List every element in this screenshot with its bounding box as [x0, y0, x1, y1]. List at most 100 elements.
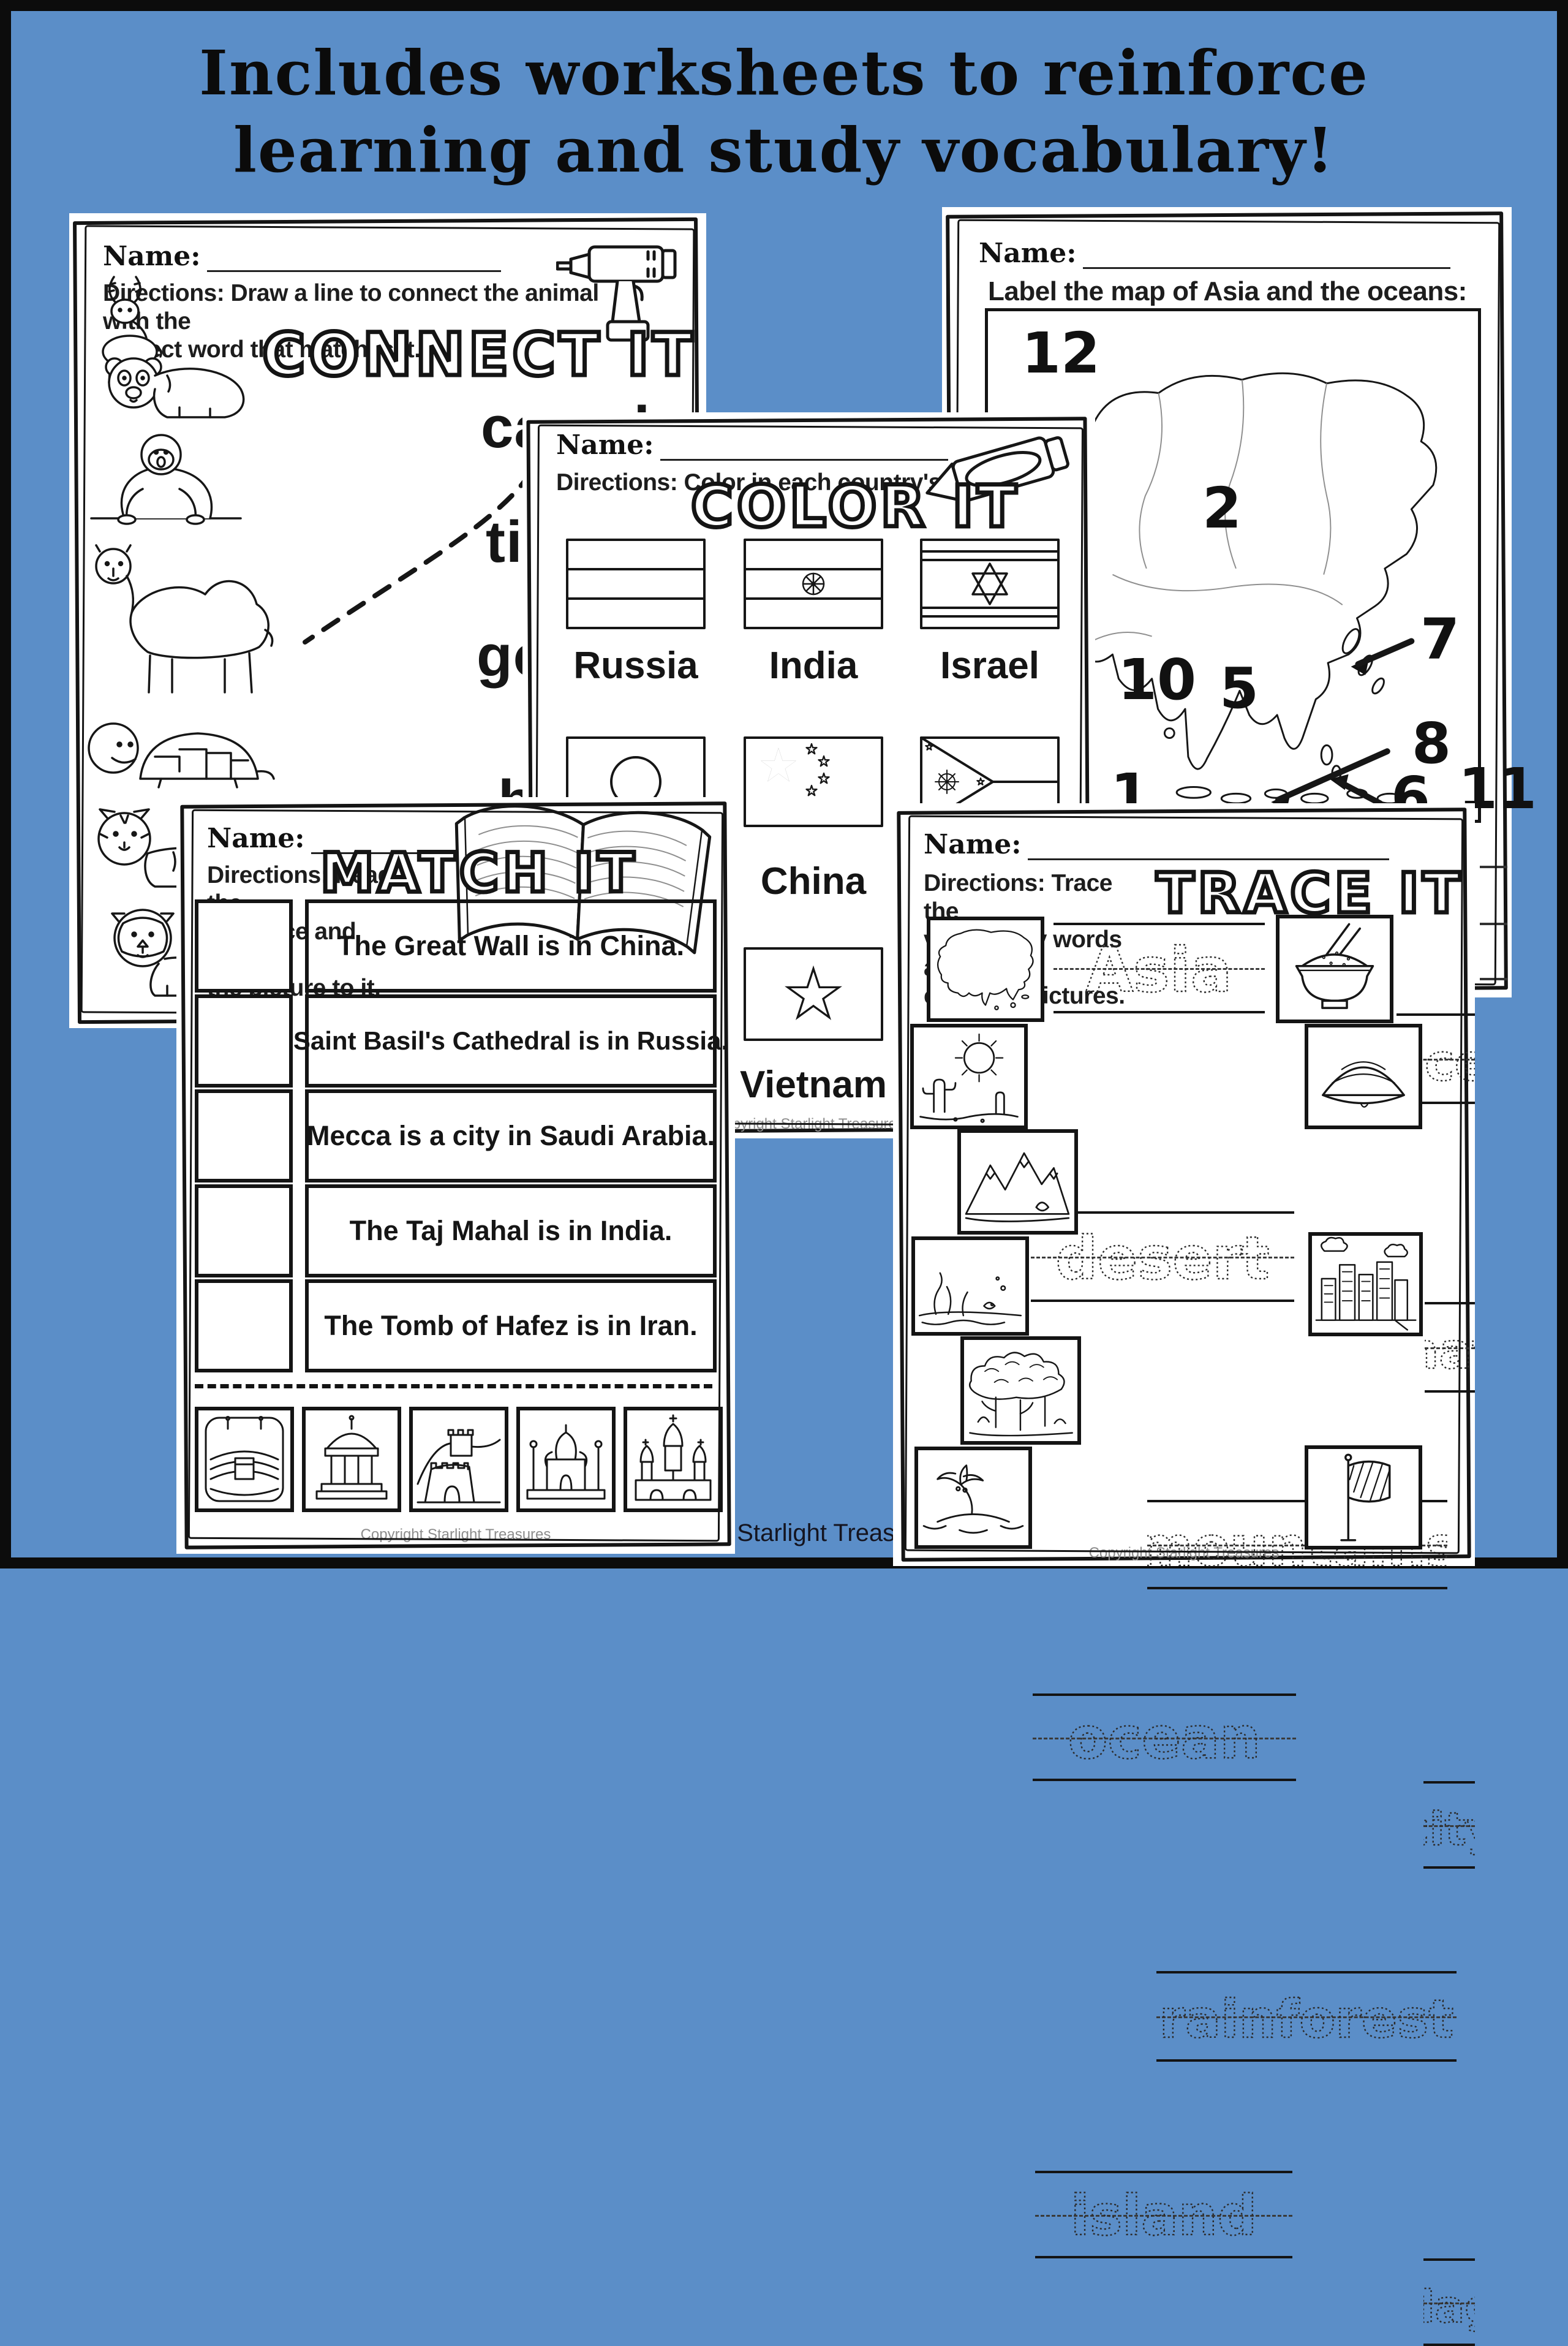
sentence-box: Mecca is a city in Saudi Arabia.	[305, 1089, 717, 1182]
picture-taj-mahal	[516, 1407, 616, 1512]
name-field: Name:	[103, 241, 501, 272]
match-answer-box	[195, 1279, 293, 1372]
match-title: MATCH IT	[318, 839, 638, 907]
flag-label: Israel	[940, 645, 1040, 687]
flag-india	[744, 539, 883, 629]
name-label: Name:	[103, 241, 201, 272]
map-number: 7	[1420, 607, 1460, 672]
picture-great-wall	[409, 1407, 508, 1512]
trace-word: island	[1071, 2184, 1257, 2248]
sentence-box: The Great Wall is in China.	[305, 899, 717, 993]
picture-island	[914, 1447, 1032, 1549]
picture-desert	[910, 1024, 1028, 1129]
sentence-text: Mecca is a city in Saudi Arabia.	[306, 1120, 715, 1151]
sentence-box: The Tomb of Hafez is in Iran.	[305, 1279, 717, 1372]
name-field: Name:	[924, 829, 1389, 860]
trace-word: ocean	[1068, 1705, 1261, 1772]
flag-label: Vietnam	[739, 1064, 888, 1106]
color-directions: Directions: Color in each country's flag…	[556, 469, 995, 496]
flag-label: India	[769, 645, 858, 687]
name-label: Name:	[924, 829, 1022, 860]
trace-line: hat	[1425, 1302, 1475, 1393]
name-field: Name:	[556, 429, 948, 461]
trace-line: Asia	[1054, 923, 1265, 1013]
picture-city	[1308, 1232, 1423, 1336]
drill-icon	[556, 245, 677, 342]
flag-china	[744, 736, 883, 827]
trace-word: hat	[1425, 1323, 1475, 1380]
sentence-text: The Taj Mahal is in India.	[349, 1215, 673, 1246]
trace-word: Asia	[1086, 934, 1232, 1006]
answer-line-stub	[1480, 923, 1507, 925]
trace-word: flag	[1423, 2281, 1475, 2333]
flag-russia	[566, 539, 706, 629]
asia-map-outline	[1023, 372, 1438, 811]
trace-it-worksheet: Name: Directions: Trace the vocabulary w…	[893, 803, 1475, 2346]
picture-rainforest	[960, 1336, 1081, 1445]
picture-saint-basils-cathedral	[624, 1407, 723, 1512]
trace-line: flag	[1423, 2258, 1475, 2346]
cut-line	[195, 1384, 712, 1388]
trace-word: city	[1423, 1803, 1475, 1856]
gorilla-icon	[90, 434, 242, 525]
flag-israel	[920, 539, 1060, 629]
panda-icon	[105, 357, 245, 418]
match-answer-box	[195, 1089, 293, 1182]
map-number: 2	[1202, 475, 1242, 541]
sentence-text: The Great Wall is in China.	[337, 930, 684, 961]
picture-rice-bowl	[1276, 915, 1393, 1023]
flag-vietnam	[744, 947, 883, 1041]
name-blank-line	[1027, 834, 1389, 860]
trace-word: rainforest	[1159, 1989, 1454, 2050]
match-it-worksheet: Name: Directions: Read the sentence and …	[176, 797, 735, 1554]
name-blank-line	[1082, 243, 1450, 269]
sentence-text: Saint Basil's Cathedral is in Russia.	[293, 1026, 729, 1055]
sentence-text: The Tomb of Hafez is in Iran.	[324, 1310, 698, 1341]
crayon-icon	[925, 436, 1069, 502]
trace-line: ocean	[1033, 1693, 1296, 1781]
name-blank-line	[311, 828, 599, 854]
picture-mountains	[957, 1129, 1078, 1235]
answer-line-stub	[1480, 866, 1507, 868]
promo-image: { "colors": {"background": "#5b8ec8", "f…	[0, 0, 1568, 1568]
map-instruction: Label the map of Asia and the oceans:	[988, 276, 1467, 306]
map-number: 5	[1219, 656, 1259, 721]
picture-mecca-kaaba	[195, 1407, 294, 1512]
asia-map-box: 12 2 5 10 1 7 8 11 6	[985, 308, 1537, 830]
connect-title: CONNECT IT	[260, 319, 696, 392]
open-book-icon	[454, 804, 712, 955]
trace-line: island	[1035, 2171, 1292, 2258]
trace-word: desert	[1055, 1224, 1269, 1293]
camel-icon	[95, 544, 274, 694]
map-number: 10	[1118, 647, 1197, 713]
answer-line-stub	[1480, 978, 1507, 980]
map-number: 12	[1022, 320, 1101, 386]
name-label: Name:	[556, 429, 654, 461]
picture-tomb-of-hafez	[302, 1407, 401, 1512]
match-answer-box	[195, 899, 293, 993]
name-label: Name:	[979, 238, 1077, 269]
match-answer-box	[195, 994, 293, 1088]
name-field: Name:	[979, 238, 1450, 269]
banner-title-line1: Includes worksheets to reinforce	[199, 37, 1369, 109]
sentence-box: The Taj Mahal is in India.	[305, 1184, 717, 1277]
name-blank-line	[206, 246, 501, 272]
match-answer-box	[195, 1184, 293, 1277]
trace-line: rainforest	[1156, 1971, 1457, 2062]
picture-flag	[1305, 1445, 1422, 1549]
picture-ocean	[911, 1236, 1029, 1336]
color-title: COLOR IT	[689, 472, 1020, 543]
banner-title-line2: learning and study vocabulary!	[233, 114, 1335, 186]
sentence-box: Saint Basil's Cathedral is in Russia.	[293, 994, 728, 1088]
page-copyright: Copyright Starlight Treasures	[1088, 1545, 1280, 1561]
flag-label: China	[760, 860, 867, 902]
page-copyright: Copyright Starlight Treasures	[360, 1526, 551, 1543]
map-number: 8	[1412, 711, 1452, 776]
page-copyright: Copyright Starlight Treasures	[714, 1116, 904, 1132]
name-label: Name:	[207, 823, 305, 854]
trace-line: desert	[1031, 1211, 1294, 1302]
flag-label: Russia	[573, 645, 698, 687]
picture-asia-map	[927, 917, 1044, 1022]
picture-conical-hat	[1305, 1024, 1422, 1129]
trace-line: city	[1423, 1781, 1475, 1869]
